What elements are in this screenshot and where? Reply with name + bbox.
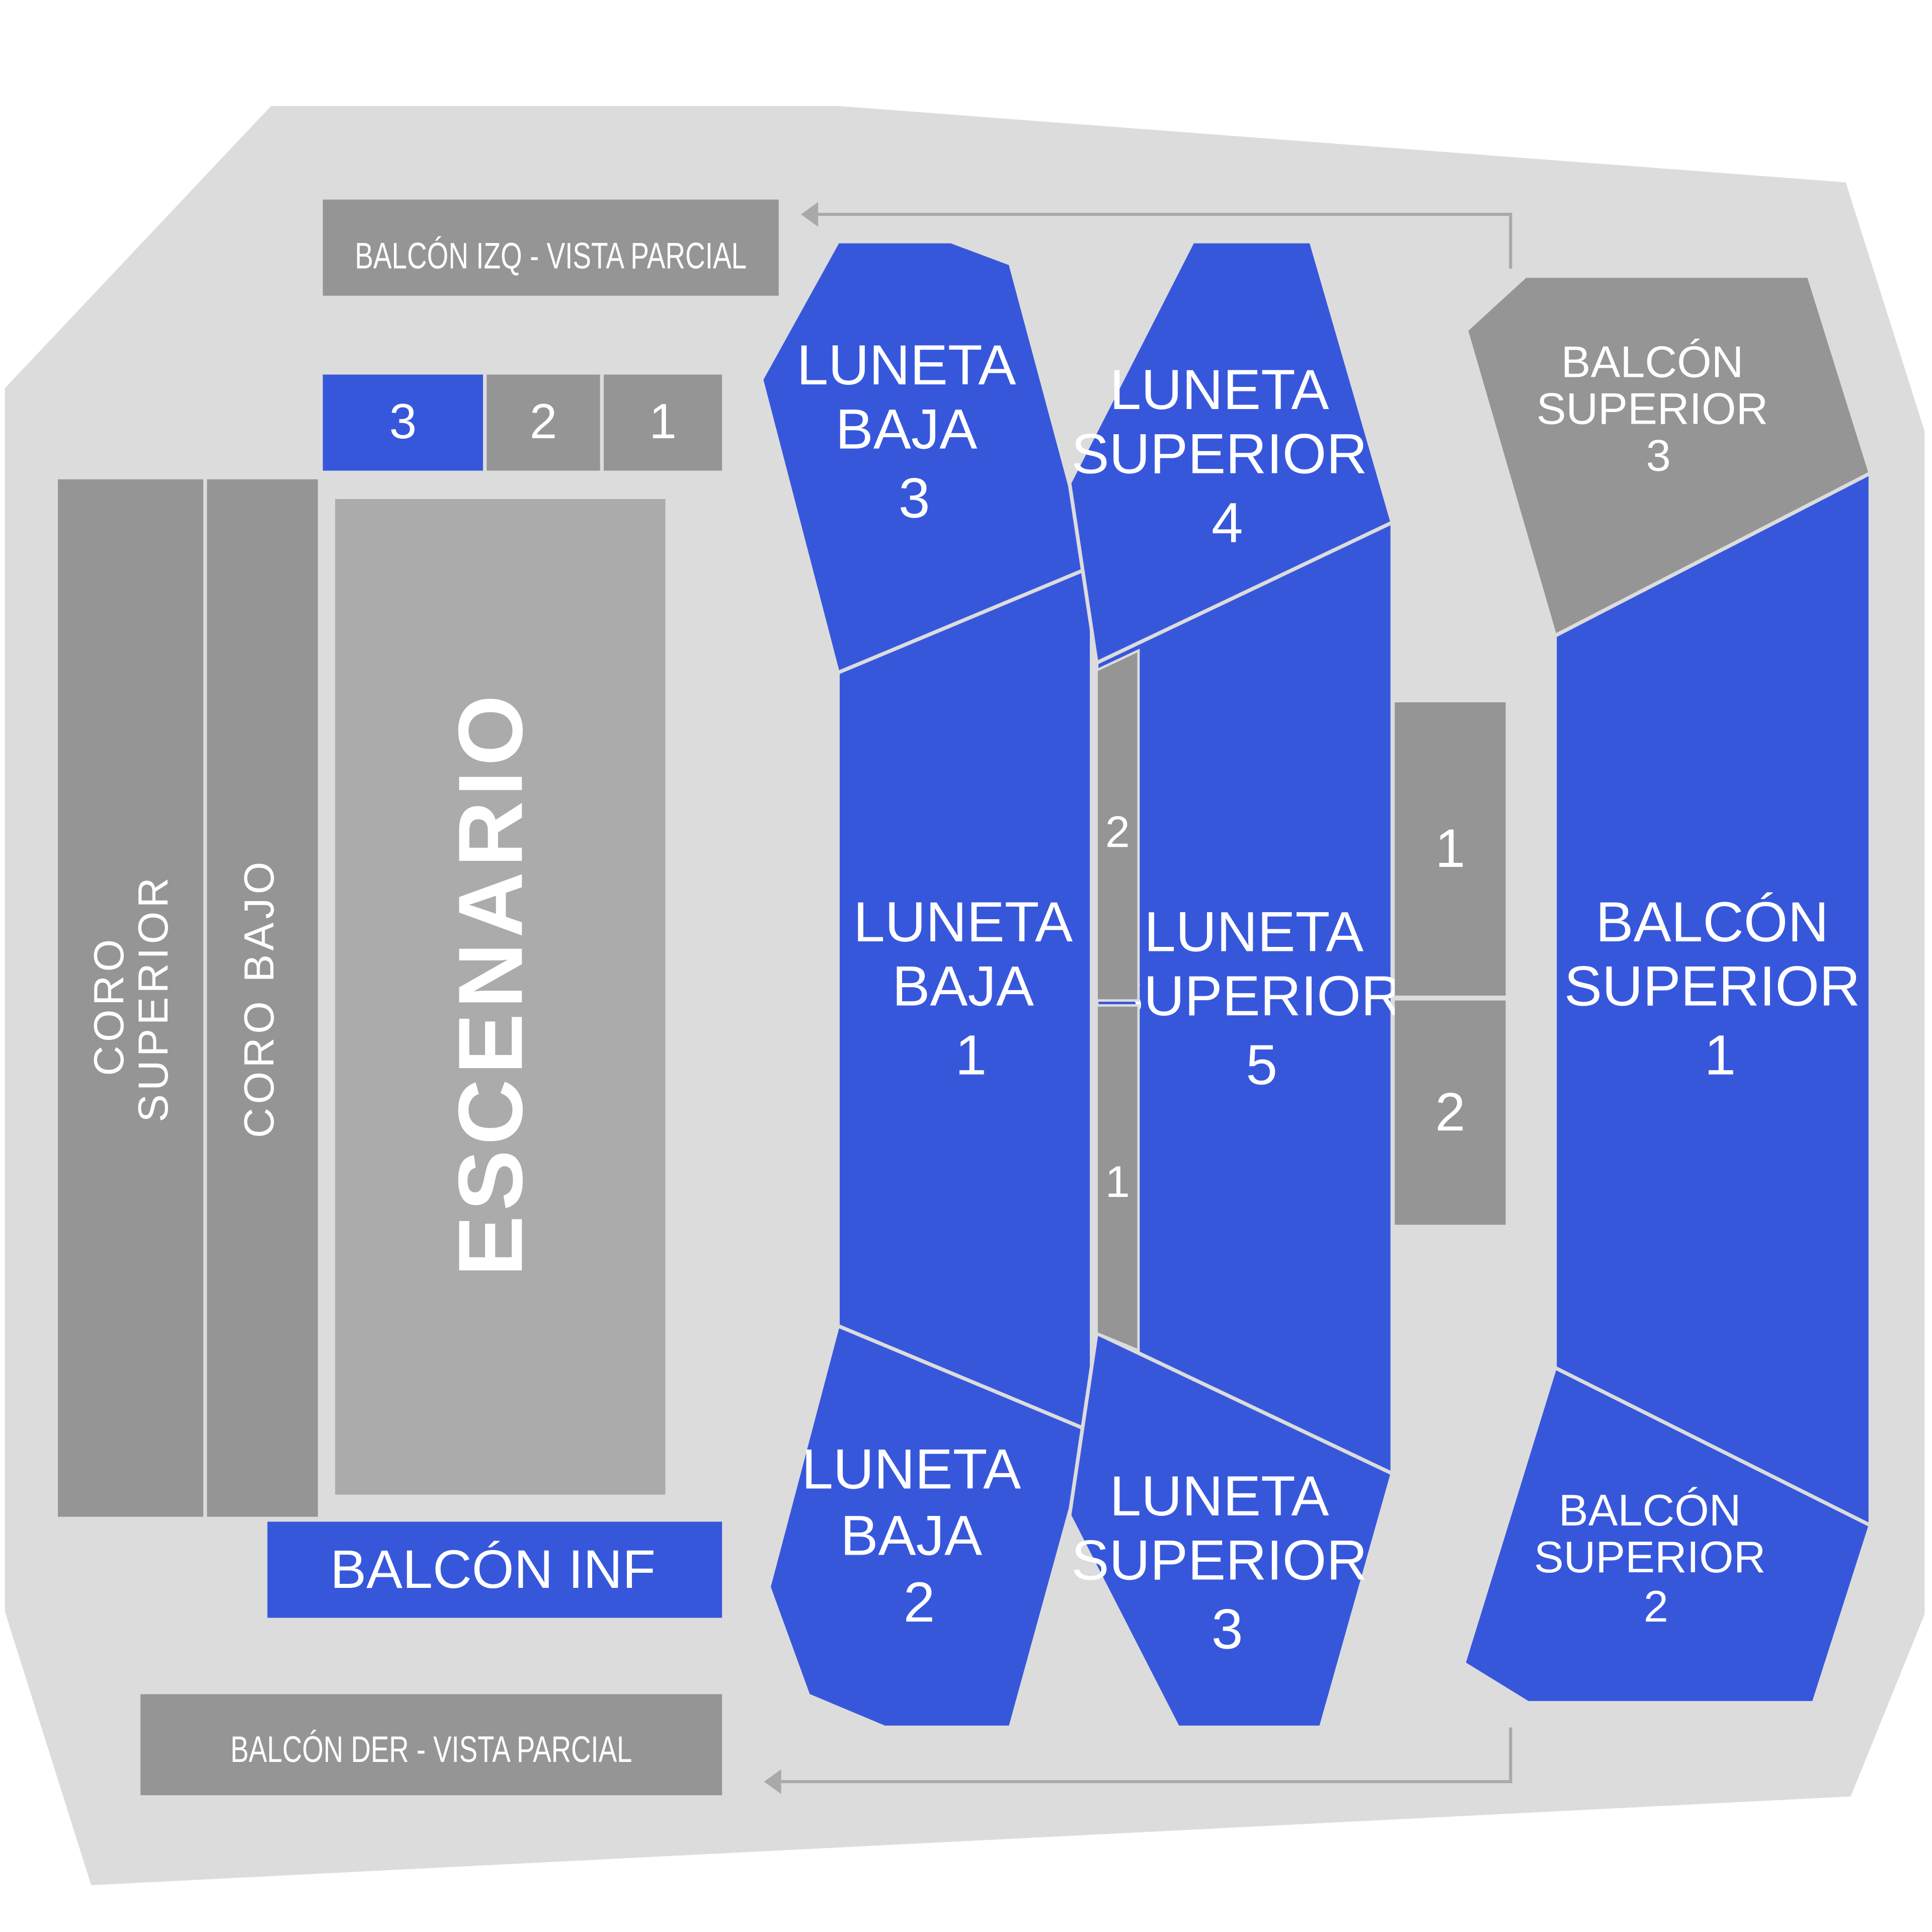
section-luneta-superior-3-line-1: LUNETA: [1110, 1464, 1329, 1527]
side-block-1-label: 1: [1435, 818, 1465, 878]
section-luneta-superior-4-line-2: SUPERIOR: [1071, 422, 1367, 485]
section-coro-bajo-shape: [207, 479, 318, 1517]
section-luneta-superior-4-label: LUNETA SUPERIOR 4: [1071, 358, 1383, 554]
box-2[interactable]: 2: [487, 374, 600, 471]
section-luneta-superior-5-line-3: 5: [1246, 1033, 1277, 1096]
section-coro-superior-line-1: CORO: [86, 935, 132, 1076]
stage: ESCENARIO: [335, 499, 666, 1495]
section-luneta-superior-3-line-3: 3: [1212, 1597, 1243, 1661]
side-block-2-label: 2: [1435, 1081, 1465, 1142]
section-balcon-superior-1[interactable]: BALCÓN SUPERIOR 1: [1553, 470, 1876, 1528]
section-luneta-baja-3-line-3: 3: [899, 466, 930, 530]
box-1[interactable]: 1: [604, 374, 722, 471]
section-luneta-superior-3-label: LUNETA SUPERIOR 3: [1071, 1464, 1383, 1660]
strip-1-label: 1: [1105, 1157, 1130, 1206]
section-balcon-izq[interactable]: BALCÓN IZQ - VISTA PARCIAL: [323, 199, 779, 296]
section-balcon-izq-label: BALCÓN IZQ - VISTA PARCIAL: [355, 235, 747, 277]
bottom-arrowhead: [764, 1769, 781, 1794]
section-luneta-superior-4-line-3: 4: [1212, 491, 1243, 554]
section-luneta-superior-4-line-1: LUNETA: [1110, 358, 1329, 421]
section-balcon-der[interactable]: BALCÓN DER - VISTA PARCIAL: [140, 1694, 722, 1796]
strip-2[interactable]: 2: [1095, 649, 1140, 1002]
section-luneta-baja-1[interactable]: LUNETA BAJA 1: [836, 564, 1094, 1435]
section-luneta-superior-5-label: LUNETA SUPERIOR 5: [1106, 900, 1418, 1096]
section-luneta-baja-1-label: LUNETA BAJA 1: [853, 890, 1088, 1086]
section-luneta-baja-2-label: LUNETA BAJA 2: [801, 1437, 1036, 1633]
section-balcon-superior-2-line-3: 2: [1644, 1581, 1668, 1631]
section-balcon-izq-shape: [323, 199, 779, 296]
section-luneta-superior-5-line-1: LUNETA: [1144, 900, 1363, 963]
section-luneta-baja-2-line-2: BAJA: [840, 1504, 982, 1567]
side-block-2[interactable]: 2: [1395, 1000, 1506, 1225]
box-1-shape: [604, 374, 722, 471]
section-balcon-superior-2-line-2: SUPERIOR: [1534, 1532, 1765, 1582]
section-coro-bajo[interactable]: CORO BAJO: [207, 479, 318, 1517]
section-luneta-superior-3-line-2: SUPERIOR: [1071, 1528, 1367, 1592]
box-3-label: 3: [389, 393, 417, 449]
section-coro-superior-line-2: SUPERIOR: [130, 874, 177, 1122]
section-balcon-superior-1-line-1: BALCÓN: [1596, 890, 1829, 953]
section-balcon-superior-3-line-3: 3: [1646, 431, 1671, 480]
section-balcon-superior-2-label: BALCÓN SUPERIOR 2: [1534, 1485, 1778, 1631]
section-coro-superior-shape: [58, 479, 204, 1517]
section-luneta-baja-2[interactable]: LUNETA BAJA 2: [767, 1323, 1094, 1730]
section-balcon-inf[interactable]: BALCÓN INF: [267, 1521, 722, 1618]
section-luneta-baja-1-line-2: BAJA: [892, 954, 1034, 1017]
top-arrow: [818, 213, 1512, 269]
section-balcon-superior-1-label: BALCÓN SUPERIOR 1: [1564, 890, 1876, 1086]
strip-2-shape: [1095, 649, 1140, 1002]
section-luneta-baja-3-line-1: LUNETA: [796, 333, 1016, 396]
section-luneta-superior-3[interactable]: LUNETA SUPERIOR 3: [1067, 1330, 1395, 1730]
stage-label: ESCENARIO: [440, 690, 541, 1276]
section-balcon-superior-2[interactable]: BALCÓN SUPERIOR 2: [1462, 1365, 1873, 1705]
section-coro-bajo-label: CORO BAJO: [236, 858, 283, 1138]
box-2-shape: [487, 374, 600, 471]
section-luneta-superior-5[interactable]: LUNETA SUPERIOR 5: [1094, 519, 1418, 1477]
section-luneta-superior-5-line-2: SUPERIOR: [1106, 964, 1402, 1027]
section-luneta-baja-3-label: LUNETA BAJA 3: [796, 333, 1031, 529]
section-balcon-superior-2-shape: [1462, 1365, 1873, 1705]
section-luneta-superior-4[interactable]: LUNETA SUPERIOR 4: [1067, 239, 1395, 666]
section-luneta-baja-3-line-2: BAJA: [836, 397, 978, 460]
box-3[interactable]: 3: [323, 374, 483, 471]
side-block-1-shape: [1395, 702, 1506, 996]
section-balcon-der-shape: [140, 1694, 722, 1796]
stage-shape: [335, 499, 666, 1495]
box-3-shape: [323, 374, 483, 471]
section-balcon-superior-1-line-3: 1: [1704, 1023, 1736, 1087]
section-balcon-superior-2-line-1: BALCÓN: [1559, 1485, 1741, 1535]
section-balcon-superior-3-label: BALCÓN SUPERIOR 3: [1537, 337, 1781, 480]
section-balcon-der-label: BALCÓN DER - VISTA PARCIAL: [230, 1728, 632, 1770]
section-coro-superior-label: CORO SUPERIOR: [86, 874, 177, 1122]
side-block-2-shape: [1395, 1000, 1506, 1225]
section-balcon-superior-3[interactable]: BALCÓN SUPERIOR 3: [1464, 274, 1873, 638]
section-luneta-baja-2-line-3: 2: [904, 1570, 935, 1634]
section-balcon-superior-3-line-1: BALCÓN: [1561, 337, 1744, 386]
section-luneta-baja-1-line-3: 1: [955, 1023, 987, 1087]
section-coro-superior[interactable]: CORO SUPERIOR: [58, 479, 204, 1517]
section-luneta-superior-3-shape: [1067, 1330, 1395, 1730]
strip-1[interactable]: 1: [1095, 1004, 1140, 1352]
box-1-label: 1: [649, 393, 676, 449]
section-balcon-superior-3-line-2: SUPERIOR: [1537, 383, 1768, 433]
bottom-arrow: [781, 1727, 1512, 1784]
strip-2-label: 2: [1105, 807, 1130, 857]
side-block-1[interactable]: 1: [1395, 702, 1506, 996]
section-balcon-inf-label: BALCÓN INF: [330, 1539, 656, 1599]
box-2-label: 2: [530, 393, 557, 449]
top-arrowhead: [800, 202, 819, 227]
section-luneta-baja-2-line-1: LUNETA: [801, 1437, 1021, 1500]
section-balcon-superior-1-line-2: SUPERIOR: [1564, 954, 1860, 1017]
strip-1-shape: [1095, 1004, 1140, 1352]
section-balcon-inf-shape: [267, 1521, 722, 1618]
section-luneta-baja-1-line-1: LUNETA: [853, 890, 1073, 953]
